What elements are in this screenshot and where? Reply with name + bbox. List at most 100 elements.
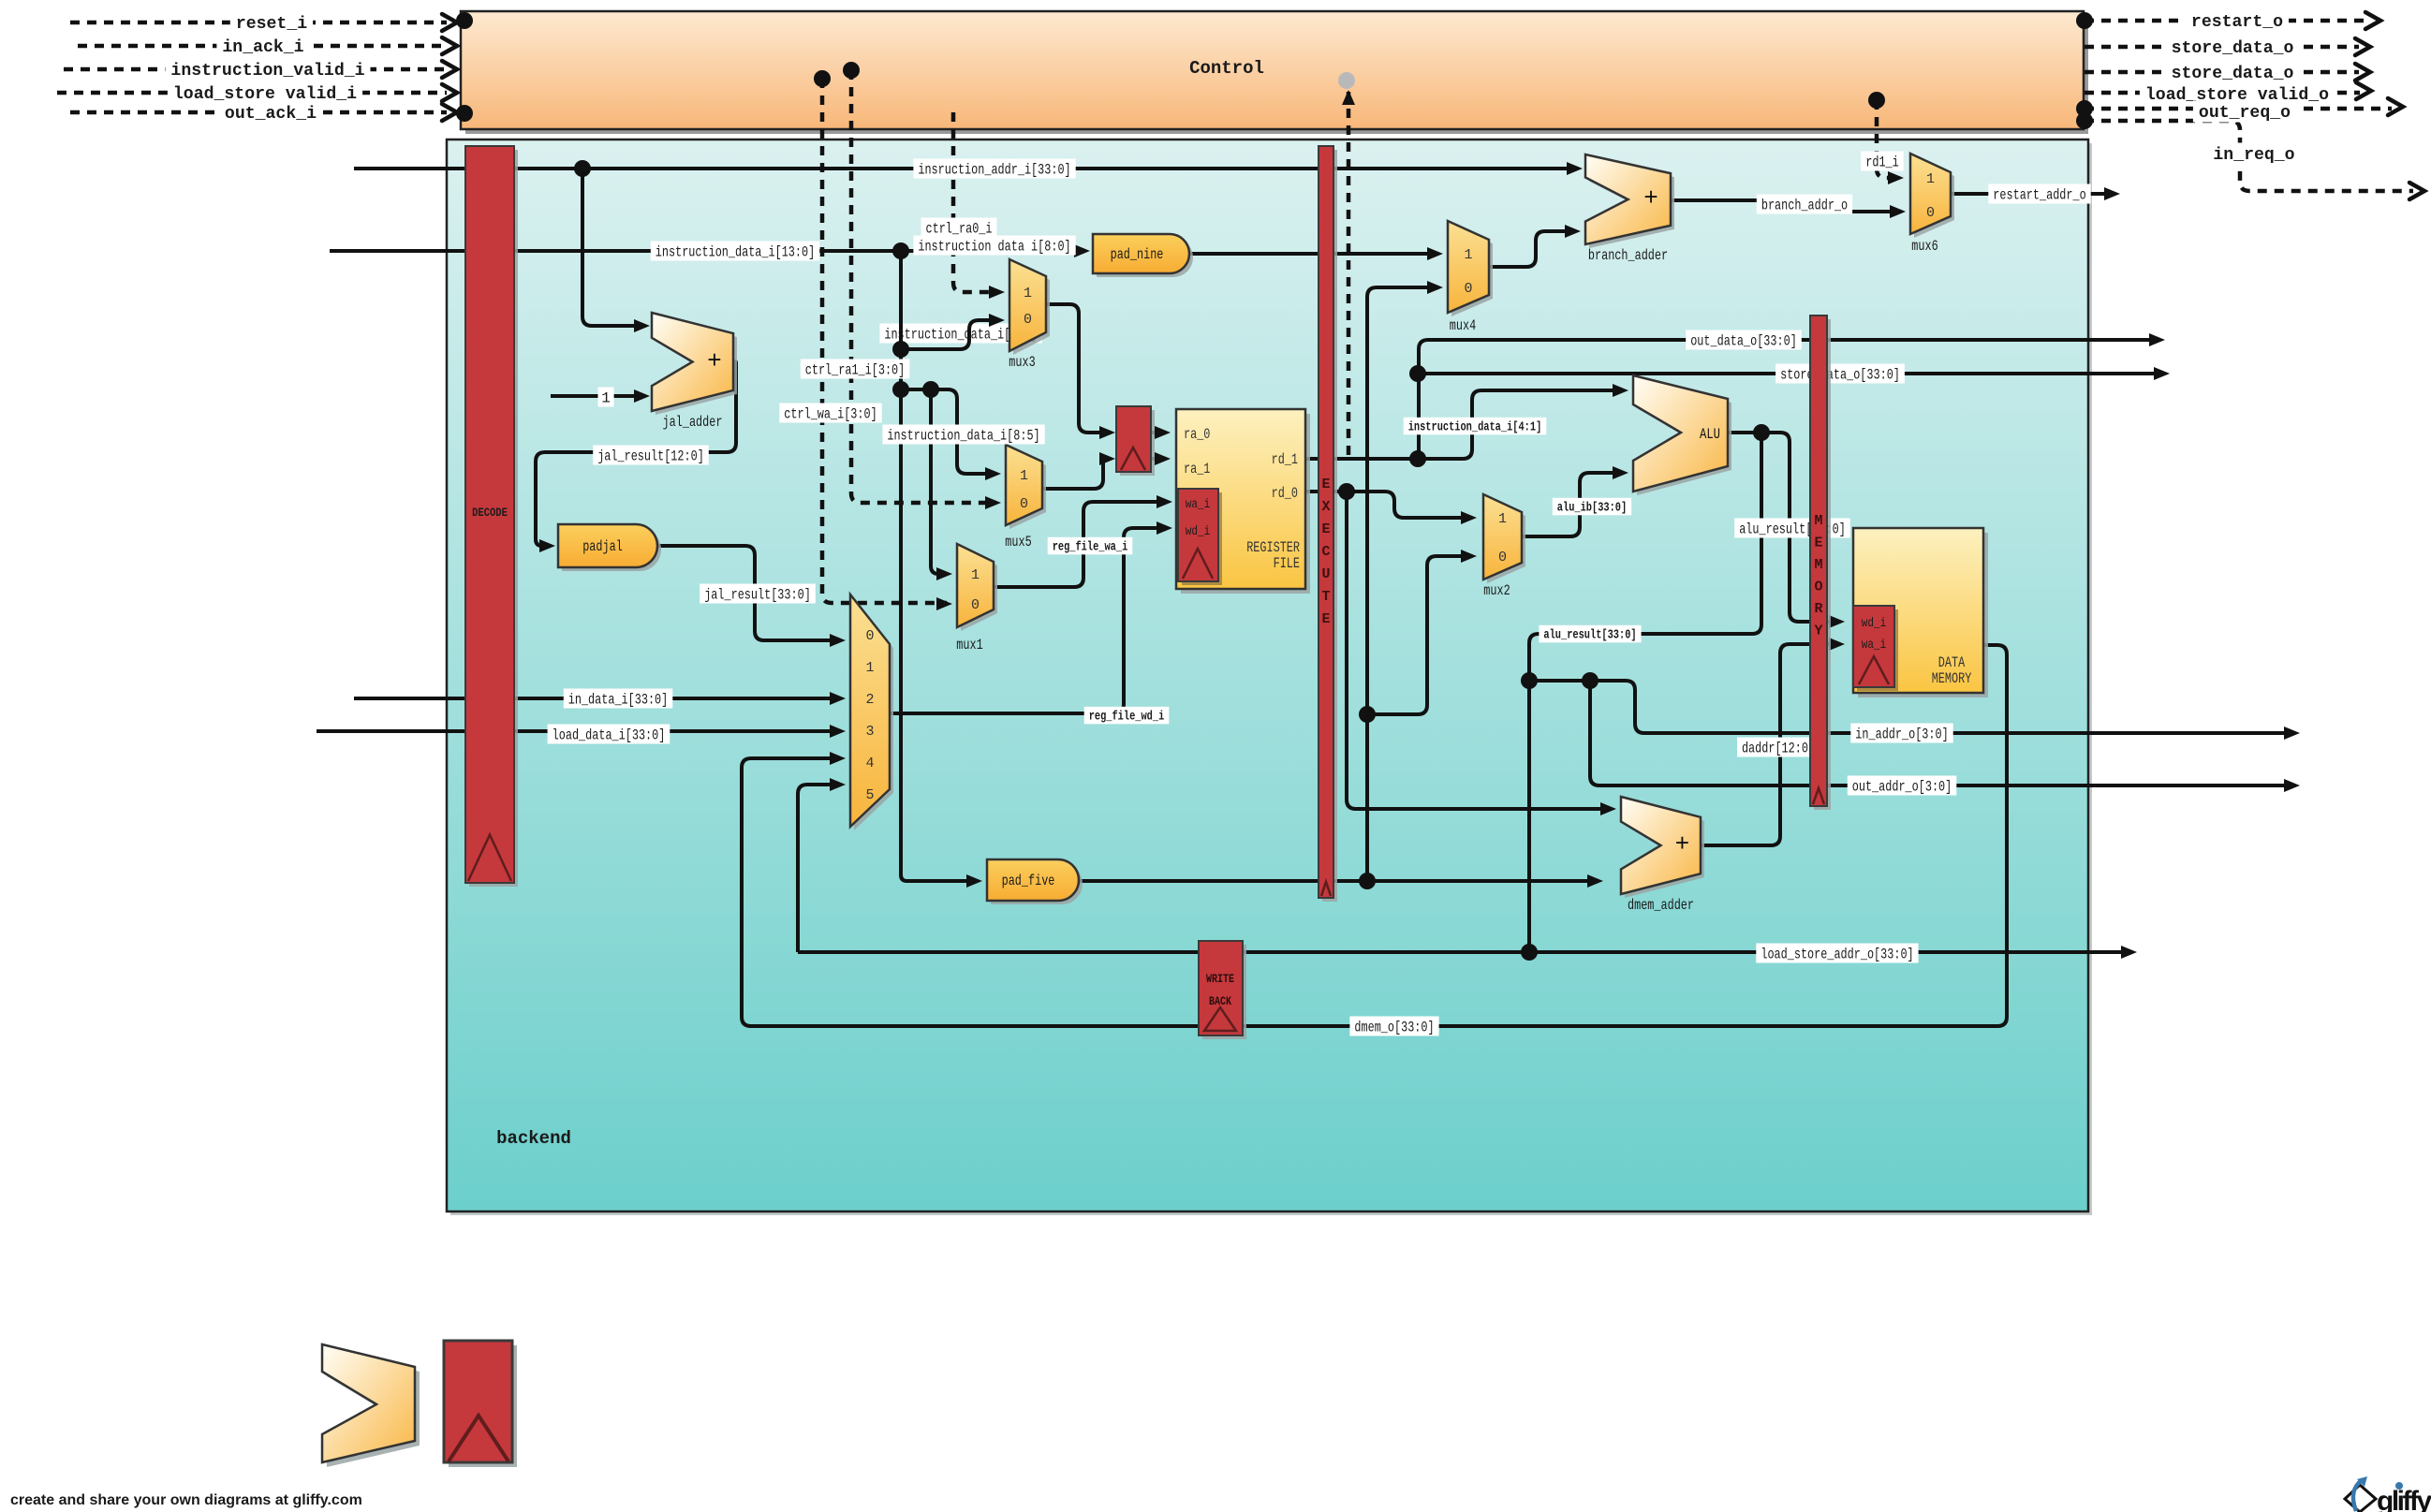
svg-text:1: 1 — [1024, 286, 1032, 301]
svg-text:out_data_o[33:0]: out_data_o[33:0] — [1690, 332, 1797, 349]
svg-text:dmem_adder: dmem_adder — [1628, 897, 1694, 914]
svg-text:in_req_o: in_req_o — [2213, 146, 2294, 165]
svg-text:branch_adder: branch_adder — [1588, 247, 1668, 264]
svg-text:wd_i: wd_i — [1186, 524, 1210, 539]
svg-text:ALU: ALU — [1700, 426, 1720, 443]
svg-text:wa_i: wa_i — [1862, 638, 1886, 653]
svg-text:jal_adder: jal_adder — [663, 414, 723, 431]
svg-text:daddr[12:0]: daddr[12:0] — [1742, 740, 1815, 756]
svg-text:in_addr_o[3:0]: in_addr_o[3:0] — [1855, 726, 1948, 742]
svg-text:ctrl_ra1_i[3:0]: ctrl_ra1_i[3:0] — [805, 361, 906, 378]
svg-text:restart_addr_o: restart_addr_o — [1993, 186, 2085, 203]
svg-text:instruction_data_i[4:1]: instruction_data_i[4:1] — [1408, 421, 1542, 435]
svg-text:jal_result[12:0]: jal_result[12:0] — [597, 448, 704, 464]
svg-text:padjal: padjal — [582, 538, 623, 555]
svg-text:5: 5 — [865, 787, 874, 803]
svg-text:ra_0: ra_0 — [1184, 426, 1210, 443]
svg-text:load_store valid_i: load_store valid_i — [173, 85, 357, 104]
svg-text:X: X — [1321, 499, 1330, 515]
svg-text:mux2: mux2 — [1483, 582, 1510, 599]
svg-text:BACK: BACK — [1209, 994, 1231, 1008]
svg-text:branch_addr_o: branch_addr_o — [1761, 197, 1848, 213]
svg-text:0: 0 — [1498, 550, 1507, 565]
svg-text:3: 3 — [865, 724, 874, 740]
svg-text:rd_0: rd_0 — [1272, 485, 1298, 502]
svg-text:ra_1: ra_1 — [1184, 461, 1210, 477]
svg-text:Control: Control — [1189, 58, 1264, 79]
svg-text:1: 1 — [1464, 247, 1472, 263]
svg-text:alu_result[33:0]: alu_result[33:0] — [1543, 629, 1636, 643]
svg-text:wd_i: wd_i — [1862, 616, 1886, 631]
svg-text:0: 0 — [1926, 205, 1935, 221]
svg-text:rd1_i: rd1_i — [1865, 154, 1899, 170]
svg-text:store_data_o: store_data_o — [2172, 65, 2294, 83]
svg-text:backend: backend — [496, 1128, 571, 1149]
svg-text:C: C — [1321, 544, 1330, 560]
svg-text:reset_i: reset_i — [236, 15, 307, 34]
svg-text:Y: Y — [1814, 624, 1822, 639]
svg-text:instruction_data_i[8:5]: instruction_data_i[8:5] — [884, 326, 1037, 343]
svg-text:O: O — [1814, 580, 1822, 595]
svg-text:instruction_data_i[8:5]: instruction_data_i[8:5] — [887, 427, 1039, 444]
svg-text:alu_ib[33:0]: alu_ib[33:0] — [1557, 502, 1627, 516]
svg-text:+: + — [1643, 184, 1658, 213]
svg-text:jal_result[33:0]: jal_result[33:0] — [704, 586, 811, 603]
svg-text:FILE: FILE — [1274, 555, 1300, 572]
svg-text:store_data_o[33:0]: store_data_o[33:0] — [1780, 366, 1900, 383]
svg-text:reg_file_wa_i: reg_file_wa_i — [1053, 541, 1128, 555]
svg-text:load_data_i[33:0]: load_data_i[33:0] — [552, 727, 666, 743]
svg-text:1: 1 — [1020, 468, 1028, 484]
svg-text:create and share your own diag: create and share your own diagrams at gl… — [10, 1492, 362, 1508]
svg-text:instruction data i[8:0]: instruction data i[8:0] — [918, 238, 1070, 255]
svg-text:E: E — [1321, 477, 1330, 492]
svg-text:mux6: mux6 — [1911, 238, 1937, 255]
svg-text:+: + — [707, 347, 722, 375]
svg-text:mux1: mux1 — [956, 637, 982, 653]
svg-text:pad_five: pad_five — [1002, 873, 1055, 889]
svg-text:T: T — [1321, 589, 1330, 605]
svg-text:E: E — [1321, 521, 1330, 537]
svg-text:1: 1 — [601, 389, 611, 406]
svg-text:MEMORY: MEMORY — [1932, 670, 1972, 687]
svg-text:U: U — [1321, 566, 1330, 582]
svg-text:out_ack_i: out_ack_i — [225, 105, 317, 124]
svg-text:in_data_i[33:0]: in_data_i[33:0] — [568, 691, 669, 708]
svg-text:WRITE: WRITE — [1206, 972, 1234, 986]
svg-text:mux4: mux4 — [1450, 317, 1476, 334]
svg-text:REGISTER: REGISTER — [1246, 539, 1300, 556]
svg-text:out_addr_o[3:0]: out_addr_o[3:0] — [1852, 778, 1952, 795]
svg-text:M: M — [1814, 513, 1822, 529]
svg-text:mux3: mux3 — [1009, 354, 1035, 371]
svg-text:gliffy: gliffy — [2377, 1486, 2431, 1512]
svg-text:0: 0 — [1024, 312, 1032, 328]
svg-text:in_ack_i: in_ack_i — [222, 38, 303, 57]
svg-text:ctrl_wa_i[3:0]: ctrl_wa_i[3:0] — [784, 405, 877, 422]
svg-text:out_req_o: out_req_o — [2199, 104, 2291, 123]
svg-text:load_store_addr_o[33:0]: load_store_addr_o[33:0] — [1761, 946, 1913, 962]
svg-text:E: E — [1321, 611, 1330, 627]
svg-text:DECODE: DECODE — [472, 506, 508, 520]
svg-text:wa_i: wa_i — [1186, 497, 1210, 512]
svg-text:dmem_o[33:0]: dmem_o[33:0] — [1354, 1019, 1434, 1035]
svg-text:2: 2 — [865, 692, 874, 708]
svg-text:insruction_addr_i[33:0]: insruction_addr_i[33:0] — [918, 161, 1070, 178]
svg-text:+: + — [1675, 830, 1690, 859]
svg-text:0: 0 — [1464, 281, 1472, 297]
svg-text:1: 1 — [865, 660, 874, 676]
svg-text:mux5: mux5 — [1005, 534, 1031, 550]
svg-text:4: 4 — [865, 756, 874, 771]
svg-text:ctrl_ra0_i: ctrl_ra0_i — [926, 220, 993, 237]
svg-text:pad_nine: pad_nine — [1111, 246, 1164, 263]
svg-text:load_store valid_o: load_store valid_o — [2145, 86, 2329, 105]
svg-text:0: 0 — [1020, 496, 1028, 512]
svg-text:reg_file_wd_i: reg_file_wd_i — [1089, 711, 1165, 725]
svg-text:restart_o: restart_o — [2191, 13, 2283, 32]
svg-text:0: 0 — [865, 628, 874, 644]
svg-text:E: E — [1814, 536, 1822, 551]
svg-text:R: R — [1814, 601, 1822, 617]
svg-text:1: 1 — [1498, 511, 1507, 527]
svg-text:instruction_data_i[13:0]: instruction_data_i[13:0] — [656, 243, 815, 260]
svg-text:rd_1: rd_1 — [1272, 451, 1298, 468]
svg-text:0: 0 — [971, 597, 980, 613]
svg-text:DATA: DATA — [1938, 654, 1966, 671]
